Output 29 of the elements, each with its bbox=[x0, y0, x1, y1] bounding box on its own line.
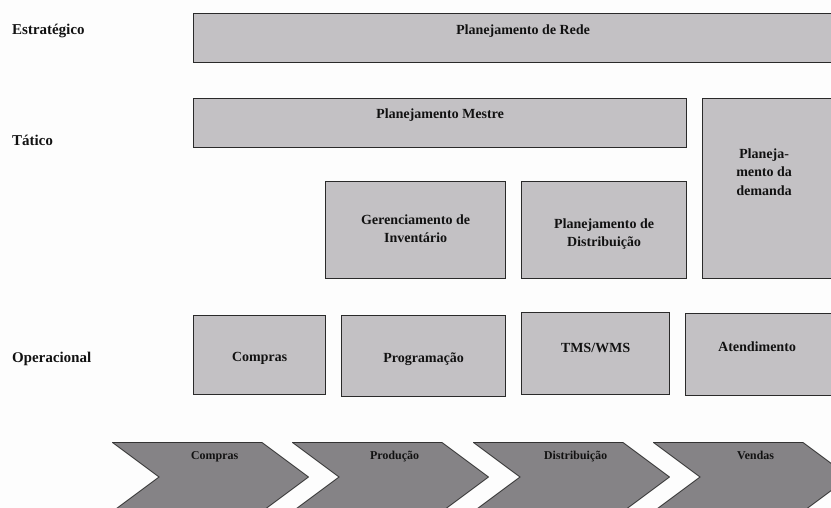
process-box bbox=[521, 312, 670, 395]
row-label: Estratégico bbox=[12, 22, 84, 39]
process-box bbox=[341, 315, 506, 397]
process-box bbox=[685, 313, 831, 396]
value-chain-stage bbox=[292, 442, 489, 508]
process-box bbox=[702, 98, 831, 279]
box-label: Programação bbox=[383, 350, 464, 368]
process-box bbox=[521, 181, 687, 279]
value-chain-stage bbox=[473, 442, 670, 508]
box-label: Planejamento de Rede bbox=[456, 22, 590, 40]
process-box bbox=[193, 98, 687, 148]
process-box bbox=[193, 315, 326, 395]
box-label: Planejamento Mestre bbox=[376, 106, 504, 124]
stage-label: Compras bbox=[190, 448, 238, 464]
box-label: Atendimento bbox=[718, 339, 796, 358]
box-label: Planeja- mento da demanda bbox=[735, 146, 793, 201]
box-label: Gerenciamento de Inventário bbox=[360, 212, 471, 248]
box-label: Compras bbox=[232, 348, 288, 367]
box-label: Planejamento de Distribuição bbox=[553, 216, 655, 252]
value-chain-stage bbox=[653, 442, 831, 508]
row-label: Operacional bbox=[12, 350, 92, 367]
box-label: TMS/WMS bbox=[560, 340, 630, 358]
stage-label: Produção bbox=[370, 448, 420, 464]
row-label: Tático bbox=[12, 133, 53, 150]
stage-label: Distribuição bbox=[544, 448, 608, 464]
stage-label: Vendas bbox=[737, 448, 774, 464]
value-chain-stage bbox=[112, 442, 309, 508]
process-box bbox=[325, 181, 506, 279]
process-box bbox=[193, 13, 831, 63]
